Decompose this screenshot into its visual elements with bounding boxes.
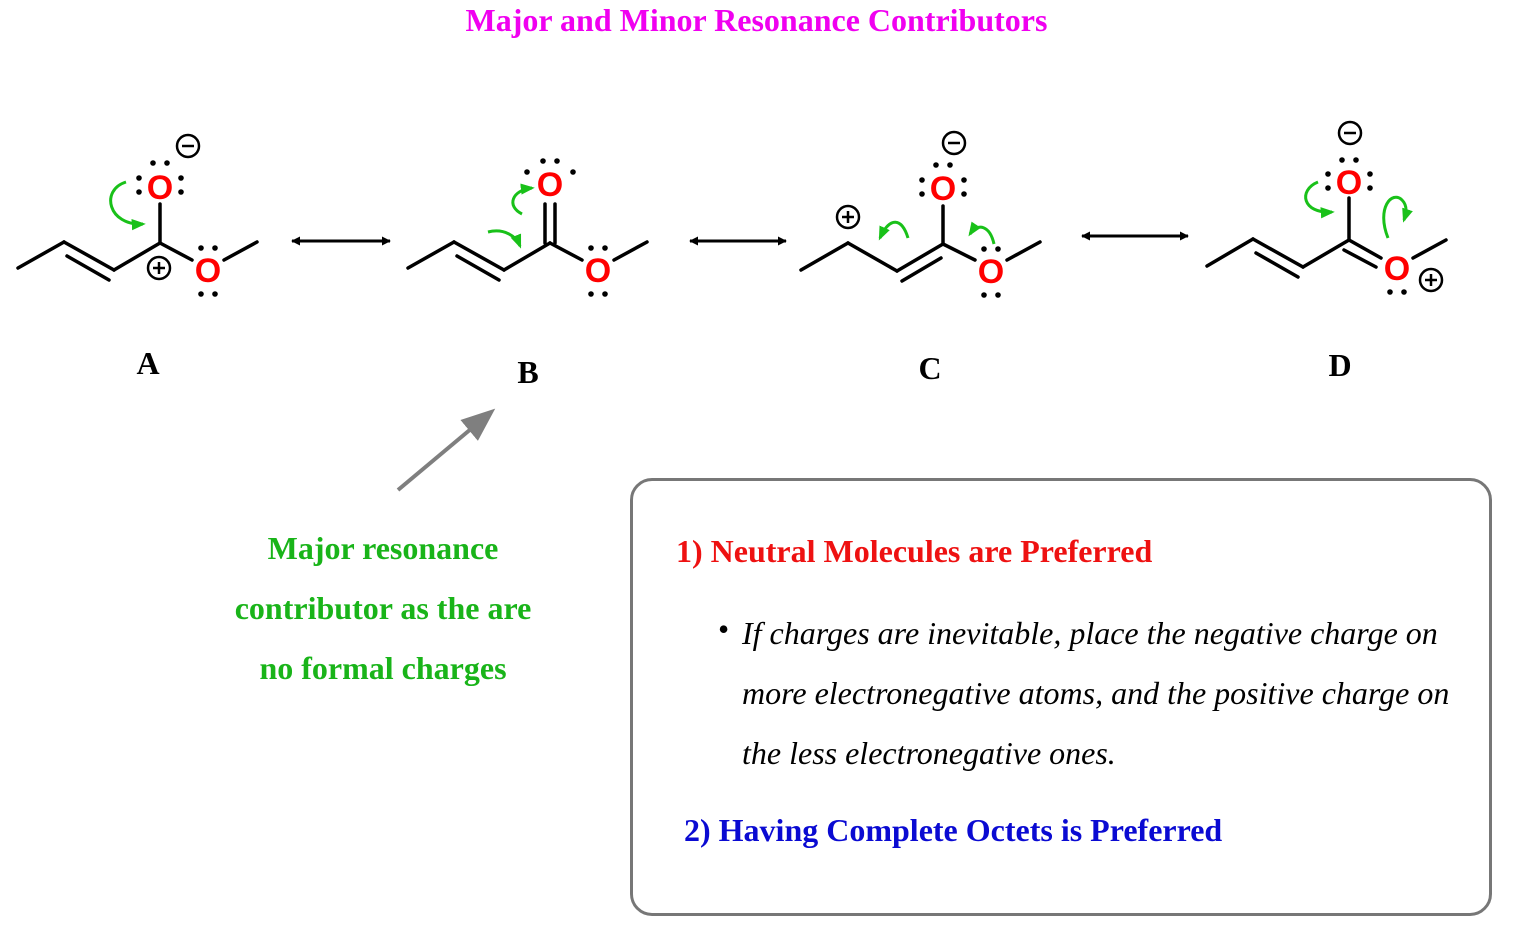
bonds-c [799,204,1042,283]
structure-a: O O [16,133,259,297]
oxygen-atom: O [978,253,1004,291]
plus-charge-icon [1418,267,1444,293]
lone-pairs [1325,157,1407,295]
label-a: A [136,345,160,381]
bullet-icon: • [718,611,730,647]
curved-electron-arrow [1304,180,1335,219]
label-d: D [1328,347,1352,383]
oxygen-atom: O [585,252,611,290]
label-c: C [918,350,942,386]
plus-charge-icon [146,255,172,281]
oxygen-atom: O [537,166,563,204]
rule-1-heading: 1) Neutral Molecules are Preferred [676,533,1153,569]
structure-d: O O [1205,120,1448,295]
rule-2-heading: 2) Having Complete Octets is Preferred [684,812,1223,848]
curved-electron-arrow [878,220,910,241]
curved-electron-arrow [1382,195,1413,239]
pointer-arrow [396,408,496,492]
structure-c: O O [799,130,1042,298]
page-title: Major and Minor Resonance Contributors [465,2,1048,38]
bonds-b [406,202,649,282]
lone-pairs [136,160,218,297]
lone-pairs [524,158,608,297]
lone-pairs [919,162,1001,298]
plus-charge-icon [835,204,861,230]
minus-charge-icon [941,130,967,156]
curved-electron-arrow [109,180,146,231]
curved-electron-arrow [968,221,996,245]
rule-1-detail: If charges are inevitable, place the neg… [742,615,1450,771]
bonds-d [1205,196,1448,279]
curved-electron-arrow [487,229,522,249]
minus-charge-icon [175,133,201,159]
oxygen-atom: O [195,252,221,290]
oxygen-atom: O [1336,164,1362,202]
minus-charge-icon [1337,120,1363,146]
major-contributor-note: Major resonance contributor as the are n… [234,530,532,686]
curved-electron-arrow [511,183,535,216]
oxygen-atom: O [1384,250,1410,288]
structure-b: O O [406,158,649,297]
oxygen-atom: O [147,169,173,207]
oxygen-atom: O [930,170,956,208]
label-b: B [517,354,539,390]
rules-box [630,478,1492,916]
bonds-a [16,202,259,282]
